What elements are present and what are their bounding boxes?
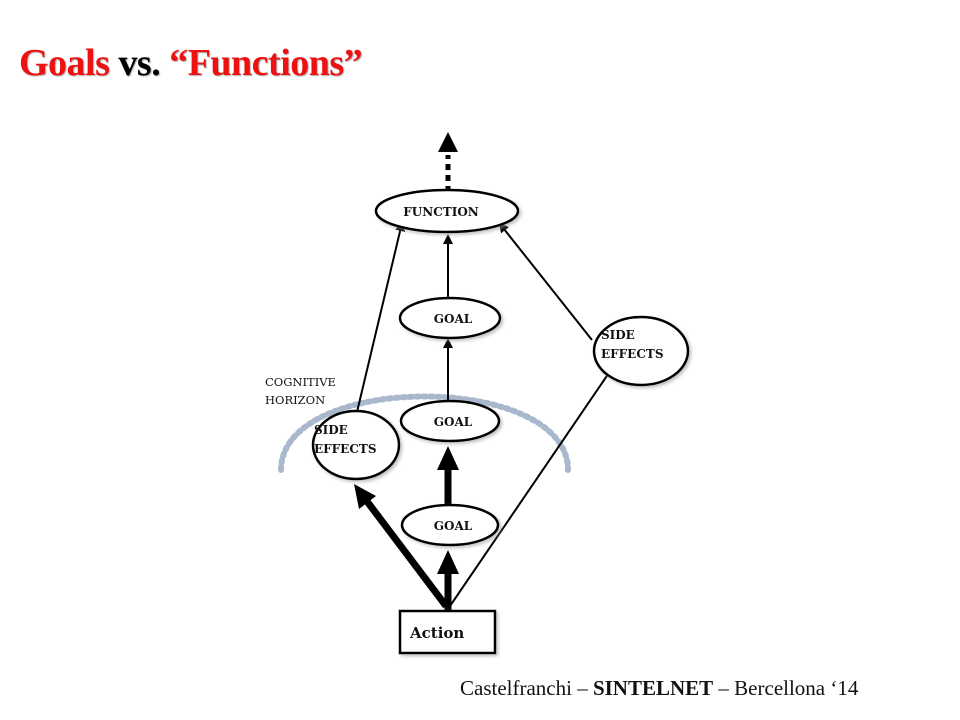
node-goal-top-label: GOAL: [434, 312, 473, 326]
node-side-effects-right-label-1: SIDE: [601, 328, 635, 342]
node-side-effects-right-label-2: EFFECTS: [601, 347, 663, 361]
node-goal-mid: [399, 399, 501, 443]
node-goal-low: [400, 503, 500, 547]
arrow-action-to-right-side-effects: [449, 362, 617, 607]
arrow-action-to-left-side-effects-head: [354, 484, 376, 509]
node-action-label: Action: [409, 624, 464, 642]
node-goal-mid-label: GOAL: [434, 415, 473, 429]
footer-project: SINTELNET: [592, 676, 714, 700]
arrow-action-to-goal-low-head: [437, 550, 459, 574]
cognitive-horizon-label-1: COGNITIVE: [265, 375, 336, 389]
cognitive-horizon-label-2: HORIZON: [265, 393, 325, 407]
node-function: [374, 188, 520, 234]
title-vs: vs.: [109, 42, 170, 84]
node-side-effects-left-label-2: EFFECTS: [314, 442, 376, 456]
cognitive-horizon-arc: [278, 393, 571, 473]
title-functions: “Functions”: [169, 42, 363, 84]
arrow-action-to-left-side-effects-shaft: [363, 497, 449, 609]
node-function-label: FUNCTION: [403, 205, 479, 219]
node-action: [398, 609, 497, 655]
slide-footer: Castelfranchi – SINTELNET – Bercellona ‘…: [460, 676, 858, 701]
node-goal-top: [398, 296, 502, 340]
node-side-effects-left-label-1: SIDE: [314, 423, 348, 437]
footer-event: – Bercellona ‘14: [713, 676, 859, 700]
arrow-goal-low-to-goal-mid-head: [437, 446, 459, 470]
node-goal-low-label: GOAL: [434, 519, 473, 533]
arrow-left-side-effects-to-function: [356, 221, 406, 413]
function-beyond-arrowhead: [438, 132, 458, 152]
arrow-right-side-effects-to-function: [498, 222, 593, 341]
title-goals: Goals: [19, 42, 110, 84]
node-side-effects-right: [592, 315, 690, 387]
slide-title: Goals vs. “Functions”: [19, 40, 363, 86]
node-side-effects-left: [311, 409, 401, 481]
footer-author: Castelfranchi –: [460, 676, 593, 700]
